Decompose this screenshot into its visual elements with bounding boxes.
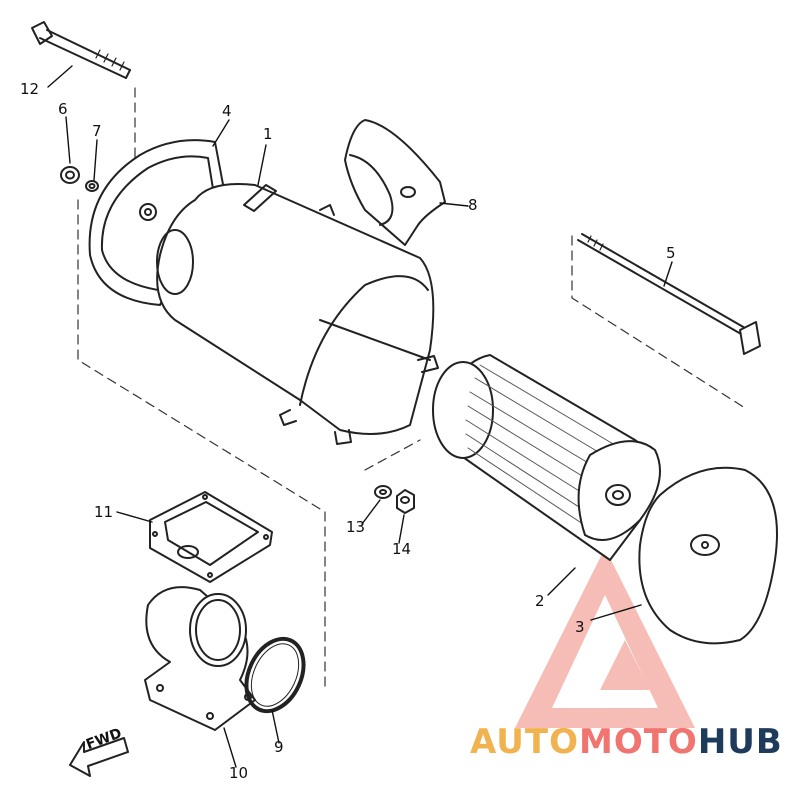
callout-10: 10 — [229, 764, 249, 782]
nut-14 — [396, 489, 415, 514]
intake-boot-8 — [344, 119, 446, 246]
watermark-logo: AUTOMOTOHUB — [470, 722, 783, 762]
callout-12: 12 — [20, 80, 40, 98]
callout-8: 8 — [468, 196, 478, 214]
gasket-11 — [149, 491, 273, 583]
watermark-moto: MOTO — [578, 722, 698, 762]
callout-1: 1 — [263, 125, 273, 143]
nut-6 — [60, 166, 80, 184]
leader-lines — [47, 65, 673, 768]
fwd-arrow-icon — [69, 737, 129, 777]
callout-9: 9 — [274, 738, 284, 756]
watermark-auto: AUTO — [470, 722, 579, 762]
air-box-body-1 — [156, 183, 439, 445]
callout-13: 13 — [346, 518, 366, 536]
watermark-triangle — [515, 548, 695, 728]
callout-3: 3 — [575, 618, 585, 636]
bracket-plate-4 — [88, 139, 226, 306]
callout-5: 5 — [666, 244, 676, 262]
callout-14: 14 — [392, 540, 412, 558]
filter-element-2 — [432, 354, 661, 561]
filter-cover-3 — [638, 466, 778, 645]
callout-6: 6 — [58, 100, 68, 118]
intake-elbow-10 — [144, 586, 256, 731]
long-bolt-5 — [577, 233, 761, 355]
o-ring-9 — [244, 636, 306, 714]
washer-7 — [85, 180, 99, 192]
callout-11: 11 — [94, 503, 114, 521]
watermark-hub: HUB — [697, 722, 783, 762]
callout-2: 2 — [535, 592, 545, 610]
washer-13 — [374, 485, 392, 499]
bolt-12 — [31, 21, 131, 79]
callout-4: 4 — [222, 102, 232, 120]
callout-7: 7 — [92, 122, 102, 140]
